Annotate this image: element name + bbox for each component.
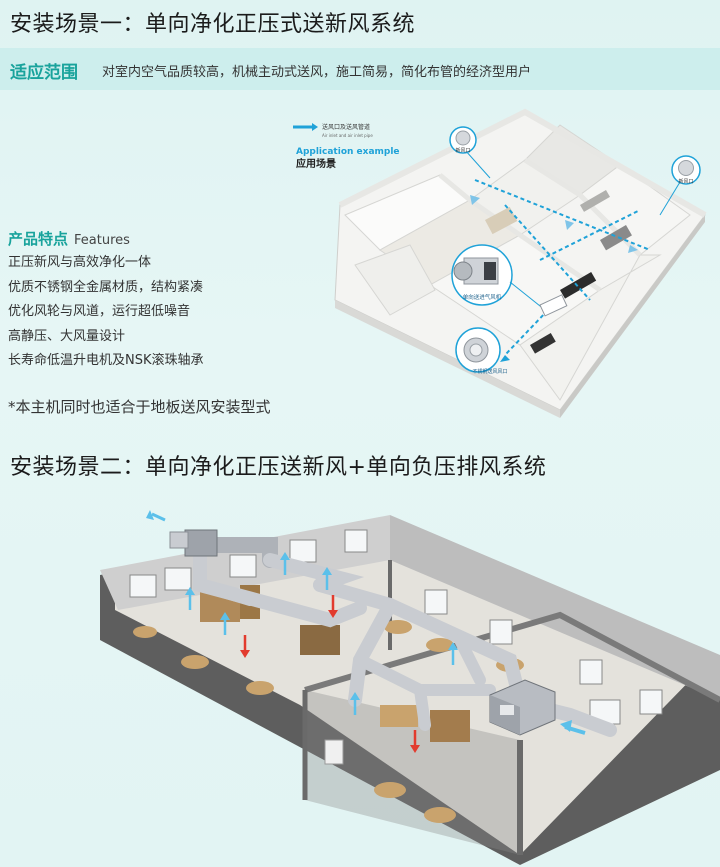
vent-callout-a: 新风口 [449, 126, 491, 179]
scope-text: 对室内空气品质较高，机械主动式送风，施工简易，简化布管的经济型用户 [102, 65, 532, 80]
supply-ducts [470, 179, 651, 362]
feature-item: 优质不锈钢全金属材质，结构紧凑 [8, 279, 204, 295]
apartment-illustration: 送风口及送风管道 Air inlet and air inlet pipe Ap… [293, 108, 707, 418]
exhaust-arrow-icon [240, 635, 250, 658]
outlet-callout: 不锈钢送风风口 [455, 327, 508, 375]
legend-text: 送风口及送风管道 [322, 123, 370, 131]
apartment-floor [334, 108, 707, 418]
exhaust-arrow-icon [328, 595, 338, 618]
app-title-cn: 应用场景 [296, 157, 336, 170]
scope-label: 适应范围 [10, 63, 78, 83]
legend: 送风口及送风管道 Air inlet and air inlet pipe [293, 123, 373, 138]
feature-item: 长寿命低温升电机及NSK滚珠轴承 [8, 353, 204, 368]
feature-list: 正压新风与高效净化一体 优质不锈钢全金属材质，结构紧凑 优化风轮与风道，运行超低… [8, 254, 204, 377]
supply-arrow-icon [350, 692, 360, 715]
supply-arrow-icon [322, 567, 332, 590]
scope-band [0, 48, 720, 90]
legend-arrowhead-icon [312, 123, 318, 131]
vent-label-a: 新风口 [455, 147, 470, 154]
supply-arrow-icon [280, 552, 290, 575]
outlet-label: 不锈钢送风风口 [472, 368, 507, 375]
app-title-en: Application example [296, 147, 400, 157]
features-title: 产品特点 [8, 230, 69, 248]
feature-item: 高静压、大风量设计 [8, 328, 126, 344]
vent-callout-b: 新风口 [659, 155, 701, 216]
supply-arrow-icon [448, 642, 458, 665]
install-note: *本主机同时也适合于地板送风安装型式 [8, 398, 271, 416]
features-heading: 产品特点 Features [8, 228, 130, 249]
supply-arrow-icon [220, 612, 230, 635]
airflow-arrows [185, 552, 458, 753]
vent-label-b: 新风口 [678, 178, 693, 185]
supply-arrow-icon [185, 587, 195, 610]
fan-label: 单向送进气风机 [463, 293, 502, 301]
exhaust-arrow-icon [410, 730, 420, 753]
fresh-air-unit [489, 679, 586, 736]
fan-callout: 单向送进气风机 [451, 244, 568, 317]
legend-sub: Air inlet and air inlet pipe [322, 133, 373, 138]
scene2-title: 安装场景二：单向净化正压送新风+单向负压排风系统 [10, 455, 547, 480]
exhaust-unit [146, 510, 218, 557]
feature-item: 优化风轮与风道，运行超低噪音 [8, 304, 191, 319]
features-title-en: Features [74, 233, 130, 248]
feature-item: 正压新风与高效净化一体 [8, 255, 152, 270]
scene1-title: 安装场景一：单向净化正压式送新风系统 [10, 12, 416, 37]
